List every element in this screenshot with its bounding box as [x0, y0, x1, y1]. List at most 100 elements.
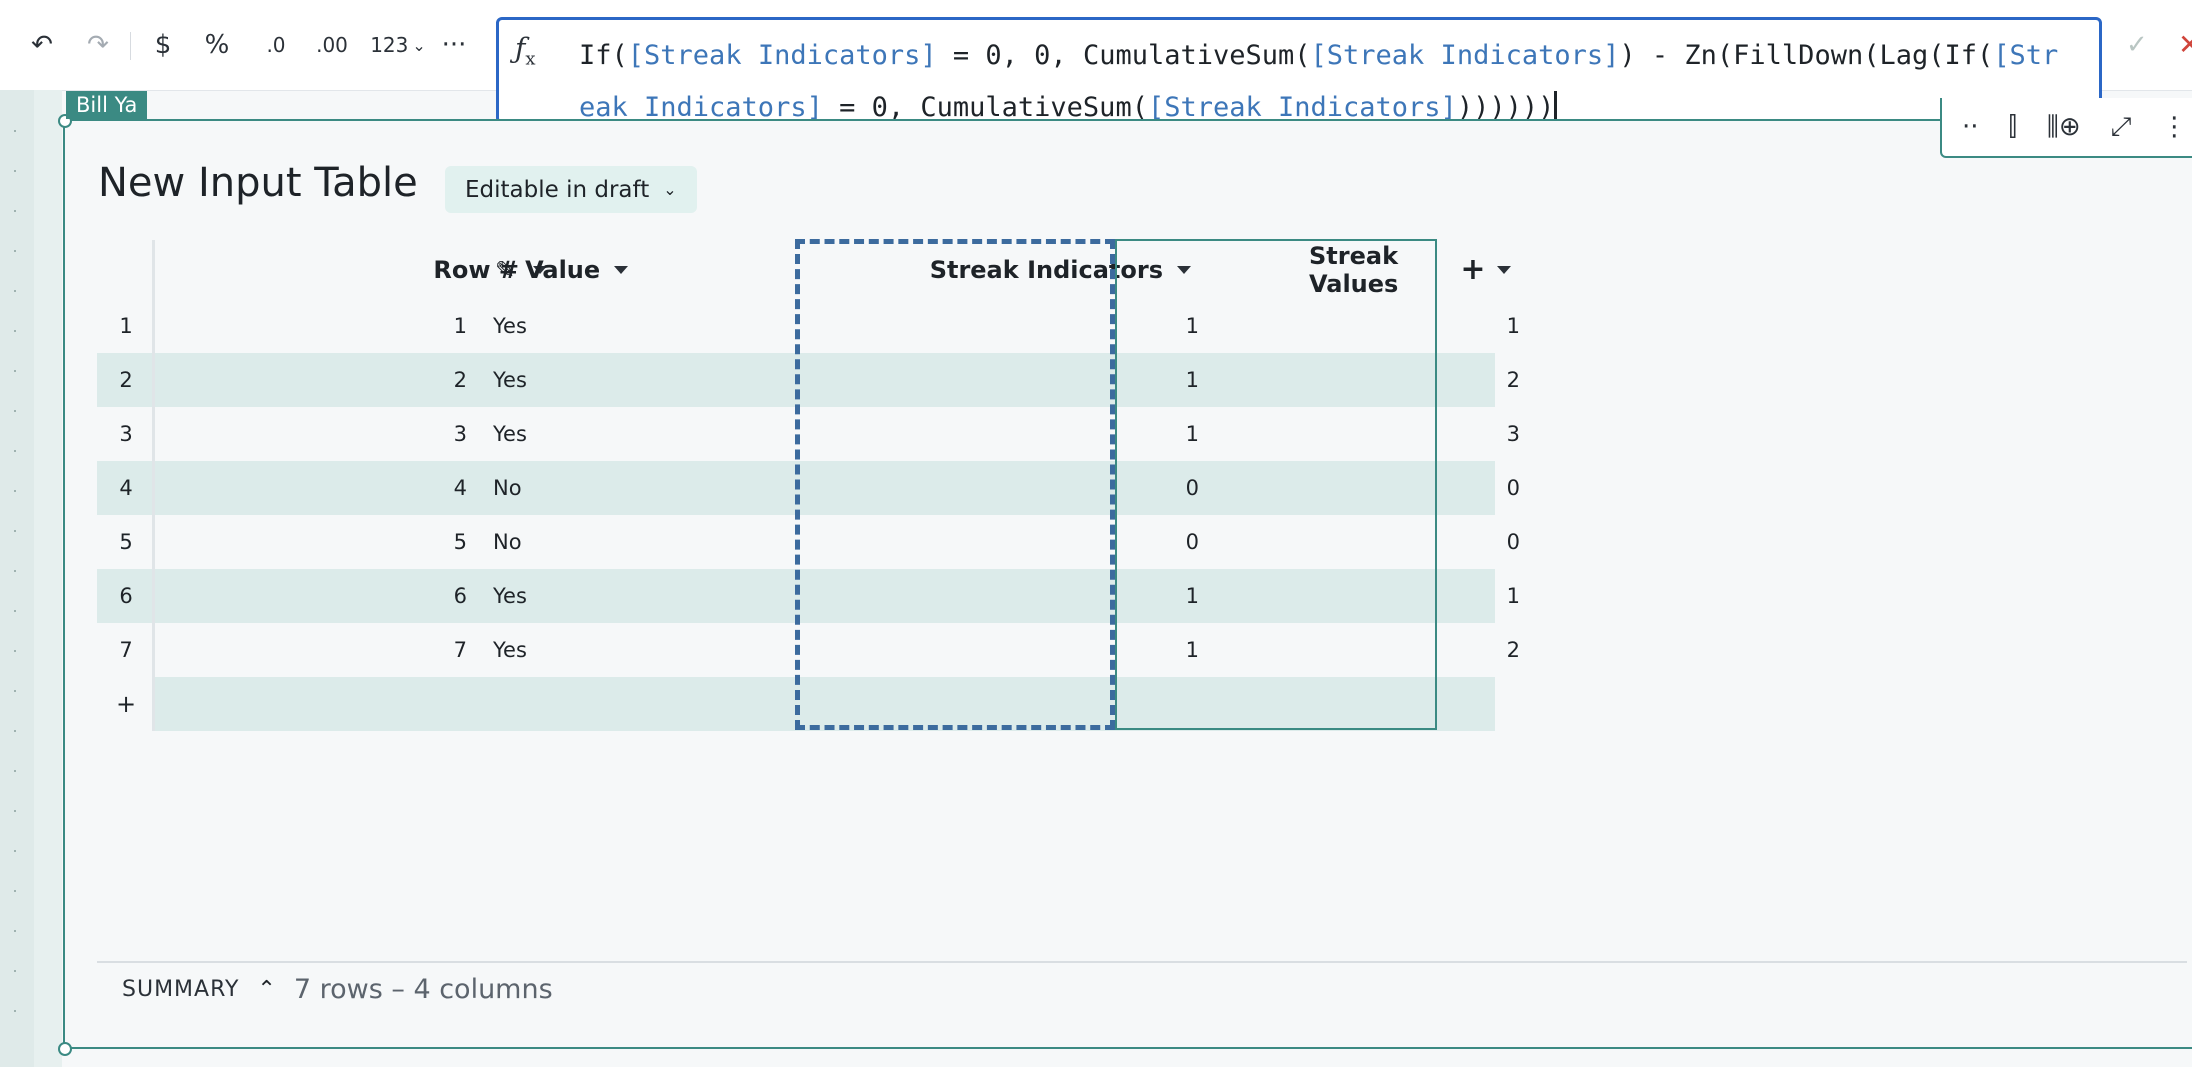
cell-value[interactable]: Yes — [493, 314, 527, 338]
chevron-down-icon: ⌄ — [663, 180, 677, 199]
table-row[interactable]: 7 7 Yes 1 2 — [97, 623, 1520, 677]
cell-streak-indicator[interactable]: 1 — [1185, 368, 1199, 392]
formula-token: ) - Zn(FillDown(Lag(If( — [1619, 40, 1994, 71]
cancel-formula-button[interactable]: ✕ — [2178, 28, 2192, 61]
column-reference: [Streak Indicators] — [627, 40, 937, 71]
expand-icon[interactable]: ⤢ — [2110, 111, 2132, 142]
table-row[interactable]: 1 1 Yes 1 1 — [97, 299, 1520, 353]
increase-decimals-button[interactable]: .00 — [312, 24, 352, 66]
row-index: 5 — [119, 530, 133, 554]
column-reference: [Streak Indicators] — [1147, 92, 1457, 123]
column-menu-icon[interactable] — [1177, 265, 1191, 274]
formula-token: = 0, CumulativeSum( — [822, 92, 1148, 123]
header-row: Row # ✎ Value Streak Indicators Streak V… — [97, 240, 1511, 302]
check-icon: ✓ — [2126, 30, 2148, 60]
pin-icon[interactable]: ⫿ — [2008, 111, 2017, 142]
row-index: 7 — [119, 638, 133, 662]
cell-value[interactable]: No — [493, 476, 522, 500]
column-header-label: Value — [525, 255, 601, 284]
add-row-button[interactable]: + — [97, 677, 155, 731]
resize-handle-bottom-left[interactable] — [58, 1042, 72, 1056]
cell-streak-value[interactable]: 2 — [1506, 638, 1520, 662]
cell-streak-indicator[interactable]: 1 — [1185, 638, 1199, 662]
currency-format-button[interactable]: $ — [148, 24, 178, 66]
cell-value[interactable]: Yes — [493, 638, 527, 662]
cell-streak-indicator[interactable]: 1 — [1185, 584, 1199, 608]
cell-streak-indicator[interactable]: 1 — [1185, 314, 1199, 338]
column-header-streak-indicators[interactable]: Streak Indicators — [797, 240, 1191, 299]
redo-icon: ↷ — [87, 30, 109, 60]
formula-input[interactable]: If([Streak Indicators] = 0, 0, Cumulativ… — [579, 30, 2059, 134]
column-header-row-number[interactable]: Row # — [322, 240, 547, 299]
cell-streak-value[interactable]: 3 — [1506, 422, 1520, 446]
row-index: 6 — [119, 584, 133, 608]
row-index: 2 — [119, 368, 133, 392]
cell-row-number[interactable]: 4 — [453, 476, 467, 500]
more-vertical-icon[interactable]: ⋮ — [2161, 112, 2188, 142]
column-menu-icon[interactable] — [533, 265, 547, 274]
cell-streak-indicator[interactable]: 1 — [1185, 422, 1199, 446]
row-index: 1 — [119, 314, 133, 338]
cell-streak-indicator[interactable]: 0 — [1185, 530, 1199, 554]
chevron-up-icon[interactable]: ⌃ — [257, 976, 276, 1002]
column-header-value[interactable]: ✎ Value — [495, 240, 775, 299]
cell-row-number[interactable]: 3 — [453, 422, 467, 446]
cell-streak-value[interactable]: 1 — [1506, 584, 1520, 608]
add-column-icon[interactable]: ⫼⊕ — [2046, 111, 2081, 142]
cell-row-number[interactable]: 2 — [453, 368, 467, 392]
cell-row-number[interactable]: 6 — [453, 584, 467, 608]
confirm-formula-button[interactable]: ✓ — [2126, 30, 2148, 60]
number-format-dropdown[interactable]: 123 ⌄ — [368, 24, 428, 66]
cell-value[interactable]: Yes — [493, 368, 527, 392]
column-reference: [Streak Indicators] — [1310, 40, 1620, 71]
column-header-label: Streak Values — [1309, 241, 1399, 298]
cell-value[interactable]: Yes — [493, 422, 527, 446]
row-column-count: 7 rows – 4 columns — [293, 973, 553, 1005]
cell-streak-value[interactable]: 0 — [1506, 476, 1520, 500]
summary-label: SUMMARY — [122, 976, 240, 1002]
cell-streak-value[interactable]: 1 — [1506, 314, 1520, 338]
drag-handle-icon[interactable]: ·· — [1962, 112, 1979, 142]
column-menu-icon[interactable] — [614, 265, 629, 274]
table-row[interactable]: 5 5 No 0 0 — [97, 515, 1520, 569]
cell-row-number[interactable]: 5 — [453, 530, 467, 554]
percent-icon: % — [204, 30, 230, 60]
undo-button[interactable]: ↶ — [22, 24, 62, 66]
column-menu-icon[interactable] — [1497, 265, 1511, 274]
more-options-button[interactable]: ··· — [436, 24, 472, 66]
cell-streak-value[interactable]: 0 — [1506, 530, 1520, 554]
add-column-button[interactable]: + — [1455, 240, 1491, 299]
table-row[interactable]: 6 6 Yes 1 1 — [97, 569, 1520, 623]
undo-icon: ↶ — [31, 30, 53, 60]
cell-value[interactable]: Yes — [493, 584, 527, 608]
table-row[interactable]: 2 2 Yes 1 2 — [97, 353, 1520, 407]
cell-streak-indicator[interactable]: 0 — [1185, 476, 1199, 500]
column-header-label: Row # — [433, 255, 519, 284]
edit-status-dropdown[interactable]: Editable in draft ⌄ — [445, 166, 697, 213]
table-title[interactable]: New Input Table — [98, 160, 418, 206]
percent-format-button[interactable]: % — [202, 24, 232, 66]
formula-bar[interactable]: ƒx If([Streak Indicators] = 0, 0, Cumula… — [496, 17, 2102, 127]
chevron-down-icon: ⌄ — [412, 35, 426, 55]
cell-row-number[interactable]: 7 — [453, 638, 467, 662]
text-cursor — [1554, 90, 1558, 127]
redo-button[interactable]: ↷ — [78, 24, 118, 66]
row-number-gutter — [97, 240, 155, 731]
cell-row-number[interactable]: 1 — [453, 314, 467, 338]
toolbar: ↶ ↷ $ % .0 .00 123 ⌄ ··· ƒx If([Streak I… — [0, 0, 2192, 127]
cell-streak-value[interactable]: 2 — [1506, 368, 1520, 392]
formula-token: = 0, 0, CumulativeSum( — [936, 40, 1311, 71]
decrease-decimals-icon: .0 — [266, 33, 286, 57]
formula-token: )))))) — [1456, 92, 1555, 123]
add-row[interactable]: + — [97, 677, 1495, 731]
cell-value[interactable]: No — [493, 530, 522, 554]
column-header-streak-values[interactable]: Streak Values — [1197, 240, 1511, 299]
summary-bar[interactable]: SUMMARY ⌃ 7 rows – 4 columns — [122, 972, 553, 1006]
decrease-decimals-button[interactable]: .0 — [256, 24, 296, 66]
number-format-label: 123 — [370, 33, 409, 57]
pencil-icon: ✎ — [495, 255, 516, 284]
plus-icon: + — [1460, 252, 1486, 287]
canvas-left-rail — [0, 90, 35, 1067]
